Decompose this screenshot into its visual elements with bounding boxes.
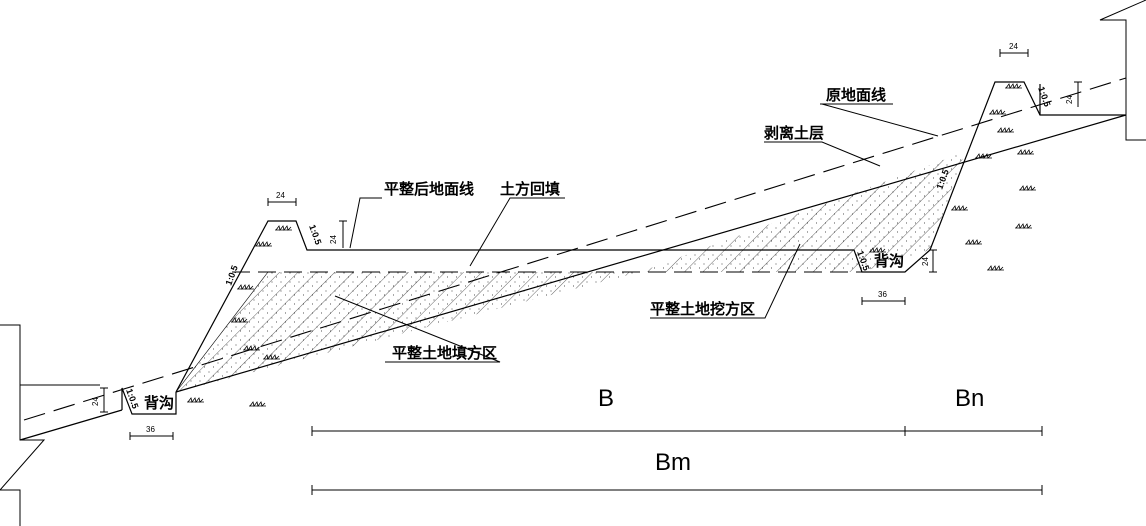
leveled-ground-label: 平整后地面线	[384, 180, 474, 198]
back-ditch-left-label: 背沟	[144, 394, 174, 412]
dim-ditch-mid: 36	[878, 290, 887, 299]
cut-zone-hatch	[640, 152, 965, 272]
dim-ditch-left: 36	[146, 425, 155, 434]
dim-height-right: 24	[1065, 95, 1074, 104]
dim-top-left: 24	[276, 191, 285, 200]
earth-backfill-label: 土方回填	[500, 180, 560, 198]
slope-label-2: 1:0.5	[307, 223, 323, 246]
original-ground-label: 原地面线	[826, 86, 886, 104]
dim-height-ditch: 24	[91, 397, 100, 406]
cut-zone-label: 平整土地挖方区	[650, 300, 755, 318]
fill-zone-hatch	[175, 271, 640, 393]
dim-B-label: B	[598, 385, 614, 412]
dim-height-mid: 24	[921, 257, 930, 266]
terrain-profile	[19, 81, 1127, 441]
dim-height-left: 24	[329, 235, 338, 244]
stripped-soil-label: 剥离土层	[764, 124, 824, 142]
dim-top-right: 24	[1009, 42, 1018, 51]
dimension-lines	[100, 49, 1082, 495]
original-ground-line	[23, 77, 1127, 421]
leader-lines	[334, 103, 939, 363]
dim-Bn-label: Bn	[955, 385, 984, 412]
back-ditch-right-label: 背沟	[874, 252, 904, 270]
slope-label-1: 1:0.5	[223, 264, 239, 287]
dim-Bm-label: Bm	[655, 449, 691, 476]
fill-zone-label: 平整土地填方区	[392, 344, 497, 362]
